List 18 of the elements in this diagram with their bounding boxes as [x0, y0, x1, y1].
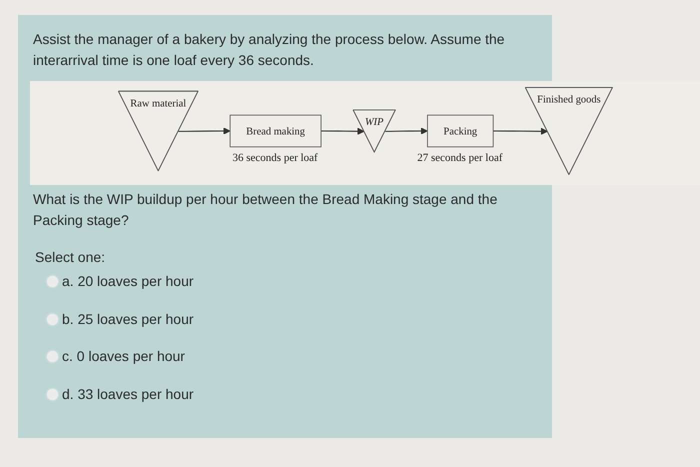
select-prompt: Select one:	[35, 248, 106, 267]
answer-option: d. 33 loaves per hour	[62, 384, 194, 405]
arrow	[320, 128, 364, 135]
cycle-time-label: 36 seconds per loaf	[232, 152, 318, 165]
process-box: Packing	[426, 114, 494, 148]
inventory-triangle: WIP	[352, 109, 396, 153]
answer-option: b. 25 loaves per hour	[62, 309, 194, 330]
arrow	[384, 127, 428, 135]
answer-option: c. 0 loaves per hour	[62, 346, 185, 367]
instruction-text: Assist the manager of a bakery by analyzing the process below. Assume the interarrival time is one loaf every 36 seconds.	[33, 30, 506, 70]
process-box: Bread making	[229, 114, 321, 148]
question-text: What is the WIP buildup per hour between the Bread Making stage and the Packing stage?	[33, 190, 498, 230]
answer-option: a. 20 loaves per hour	[62, 271, 194, 292]
arrow	[178, 127, 230, 135]
arrow	[492, 128, 548, 135]
inventory-triangle: Raw material	[118, 90, 198, 172]
cycle-time-label: 27 seconds per loaf	[417, 152, 502, 165]
inventory-triangle: Finished goods	[524, 87, 612, 175]
